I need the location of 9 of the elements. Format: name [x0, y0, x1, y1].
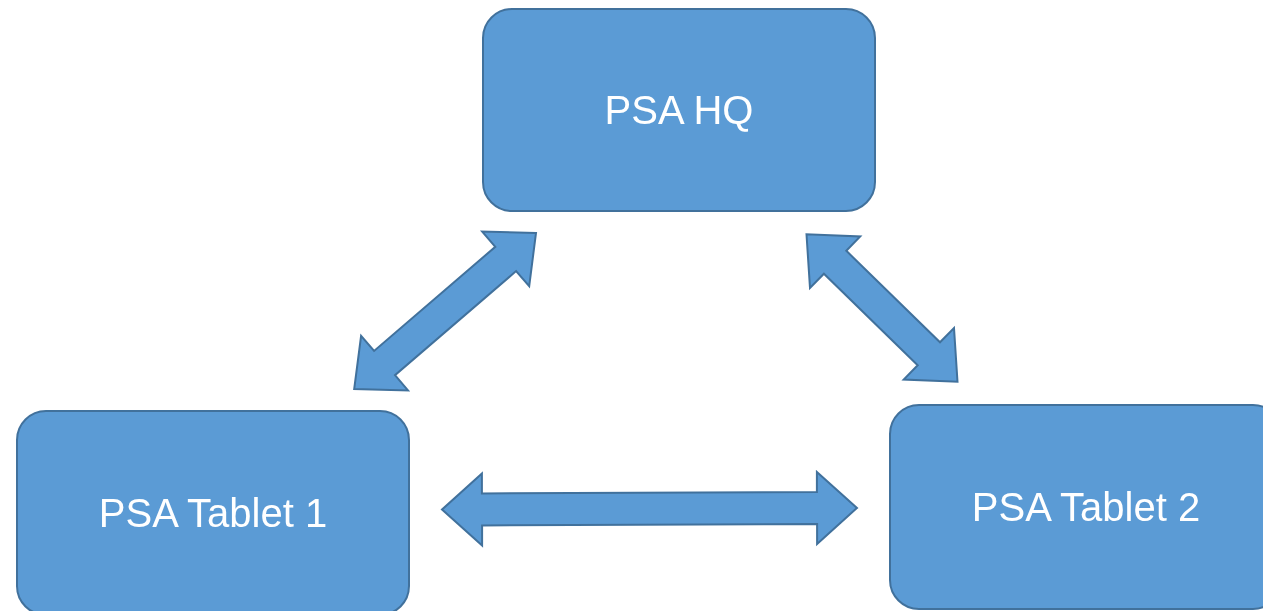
double-arrow — [353, 230, 538, 392]
node-label: PSA HQ — [604, 87, 754, 133]
node-label: PSA Tablet 2 — [971, 484, 1201, 530]
double-arrow — [805, 233, 959, 383]
rounded-box — [889, 404, 1263, 610]
rounded-box — [482, 8, 876, 212]
node-label: PSA Tablet 1 — [98, 490, 328, 536]
double-arrow — [440, 469, 859, 548]
rounded-box — [16, 410, 410, 611]
